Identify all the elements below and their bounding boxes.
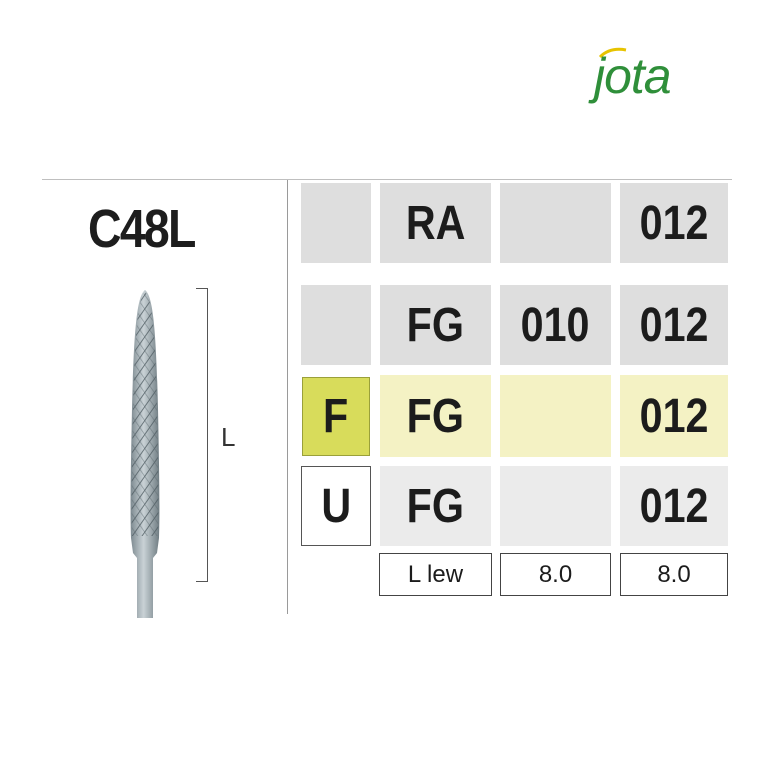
row3-flag-fine-badge: F — [302, 377, 370, 456]
footer-length-a: 8.0 — [500, 553, 611, 596]
row1-shank-cell: RA — [380, 183, 491, 263]
model-code: C48L — [88, 199, 196, 259]
row1-size-b-cell: 012 — [620, 183, 728, 263]
row1-flag-cell — [301, 183, 371, 263]
row4-flag-ultra-badge: U — [301, 466, 371, 546]
logo-wordmark: jota — [594, 48, 672, 104]
length-label: L — [221, 422, 236, 452]
row3-size-a-cell — [500, 375, 611, 457]
row4-size-a-cell — [500, 466, 611, 546]
row2-size-a-cell: 010 — [500, 285, 611, 365]
row2-flag-cell — [301, 285, 371, 365]
row2-size-b-cell: 012 — [620, 285, 728, 365]
logo-swoosh-icon — [598, 47, 627, 59]
row4-shank-cell: FG — [380, 466, 491, 546]
row1-size-a-cell — [500, 183, 611, 263]
bur-illustration — [130, 290, 160, 618]
vertical-divider — [287, 180, 288, 614]
row3-shank-cell: FG — [380, 375, 491, 457]
jota-logo: jota — [594, 46, 714, 116]
row2-shank-cell: FG — [380, 285, 491, 365]
footer-length-label: L lew — [379, 553, 492, 596]
footer-length-b: 8.0 — [620, 553, 728, 596]
top-divider — [42, 179, 732, 180]
length-bracket — [196, 288, 208, 582]
row4-size-b-cell: 012 — [620, 466, 728, 546]
row3-size-b-cell: 012 — [620, 375, 728, 457]
